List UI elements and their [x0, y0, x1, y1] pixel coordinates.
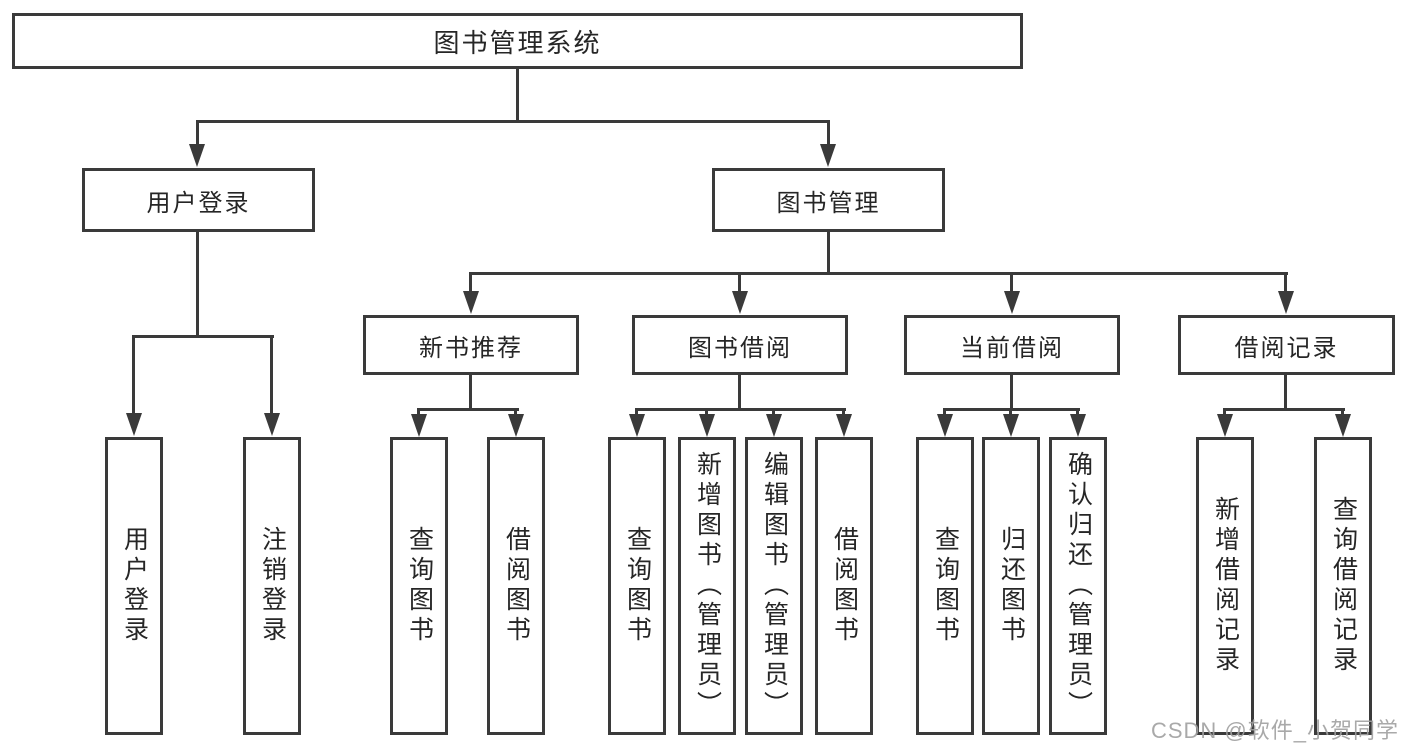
arrow-down-icon: [1004, 291, 1020, 314]
leaf-label: 确认归还（管理员）: [1064, 451, 1092, 721]
connector-v: [842, 408, 845, 418]
arrow-down-icon: [189, 144, 205, 167]
connector-h: [469, 272, 1288, 275]
connector-v: [469, 375, 472, 411]
node-user-login: 用户登录: [82, 168, 315, 232]
leaf-borrow-books: 借阅图书: [815, 437, 873, 735]
connector-v: [132, 335, 135, 415]
connector-v: [196, 120, 199, 146]
leaf-label: 查询借阅记录: [1329, 496, 1357, 676]
connector-v: [635, 408, 638, 418]
connector-v: [270, 335, 273, 415]
connector-v: [1010, 272, 1013, 293]
arrow-down-icon: [766, 414, 782, 437]
connector-v: [516, 68, 519, 123]
connector-v: [738, 272, 741, 293]
connector-v: [943, 408, 946, 418]
arrow-down-icon: [264, 413, 280, 436]
node-label: 当前借阅: [960, 335, 1064, 362]
leaf-label: 借阅图书: [502, 526, 530, 646]
leaf-label: 查询图书: [623, 526, 651, 646]
node-label: 图书管理系统: [433, 28, 602, 58]
arrow-down-icon: [1217, 414, 1233, 437]
arrow-down-icon: [820, 144, 836, 167]
leaf-label: 注销登录: [258, 526, 286, 646]
arrow-down-icon: [1070, 414, 1086, 437]
node-root-system: 图书管理系统: [12, 13, 1023, 69]
connector-h: [1223, 408, 1345, 411]
leaf-label: 新增图书（管理员）: [693, 451, 721, 721]
connector-v: [1010, 375, 1013, 411]
leaf-query-books-current: 查询图书: [916, 437, 974, 735]
arrow-down-icon: [463, 291, 479, 314]
connector-v: [469, 272, 472, 293]
node-label: 用户登录: [146, 190, 251, 217]
leaf-label: 查询图书: [405, 526, 433, 646]
leaf-borrow-books-recommend: 借阅图书: [487, 437, 545, 735]
node-book-management: 图书管理: [712, 168, 945, 232]
leaf-logout: 注销登录: [243, 437, 301, 735]
leaf-edit-books-admin: 编辑图书（管理员）: [745, 437, 803, 735]
connector-v: [1223, 408, 1226, 418]
node-label: 借阅记录: [1234, 335, 1339, 362]
connector-v: [1284, 375, 1287, 411]
connector-h: [635, 408, 846, 411]
connector-v: [1009, 408, 1012, 418]
node-label: 图书管理: [776, 190, 881, 217]
leaf-query-books-borrow: 查询图书: [608, 437, 666, 735]
leaf-confirm-return-admin: 确认归还（管理员）: [1049, 437, 1107, 735]
leaf-query-borrow-record: 查询借阅记录: [1314, 437, 1372, 735]
connector-v: [1341, 408, 1344, 418]
node-borrow-records: 借阅记录: [1178, 315, 1395, 375]
arrow-down-icon: [699, 414, 715, 437]
connector-v: [705, 408, 708, 418]
arrow-down-icon: [836, 414, 852, 437]
leaf-add-borrow-record: 新增借阅记录: [1196, 437, 1254, 735]
leaf-user-login: 用户登录: [105, 437, 163, 735]
connector-h: [196, 120, 830, 123]
connector-h: [417, 408, 519, 411]
node-label: 新书推荐: [419, 335, 523, 362]
connector-v: [417, 408, 420, 418]
arrow-down-icon: [508, 414, 524, 437]
leaf-return-books: 归还图书: [982, 437, 1040, 735]
connector-v: [827, 120, 830, 146]
leaf-label: 新增借阅记录: [1211, 496, 1239, 676]
connector-v: [1284, 272, 1287, 293]
connector-v: [827, 232, 830, 275]
leaf-label: 用户登录: [120, 526, 148, 646]
connector-v: [772, 408, 775, 418]
node-current-borrow: 当前借阅: [904, 315, 1120, 375]
connector-v: [514, 408, 517, 418]
connector-v: [196, 232, 199, 338]
node-new-book-recommend: 新书推荐: [363, 315, 579, 375]
arrow-down-icon: [1278, 291, 1294, 314]
arrow-down-icon: [629, 414, 645, 437]
leaf-label: 归还图书: [997, 526, 1025, 646]
arrow-down-icon: [732, 291, 748, 314]
arrow-down-icon: [1003, 414, 1019, 437]
leaf-label: 查询图书: [931, 526, 959, 646]
connector-h: [132, 335, 274, 338]
leaf-label: 编辑图书（管理员）: [760, 451, 788, 721]
csdn-watermark: CSDN @软件_小贺同学: [1150, 718, 1399, 743]
node-label: 图书借阅: [688, 335, 792, 362]
arrow-down-icon: [1335, 414, 1351, 437]
connector-v: [738, 375, 741, 411]
leaf-label: 借阅图书: [830, 526, 858, 646]
leaf-add-books-admin: 新增图书（管理员）: [678, 437, 736, 735]
arrow-down-icon: [126, 413, 142, 436]
arrow-down-icon: [937, 414, 953, 437]
arrow-down-icon: [411, 414, 427, 437]
leaf-query-books-recommend: 查询图书: [390, 437, 448, 735]
node-book-borrow: 图书借阅: [632, 315, 848, 375]
connector-v: [1076, 408, 1079, 418]
